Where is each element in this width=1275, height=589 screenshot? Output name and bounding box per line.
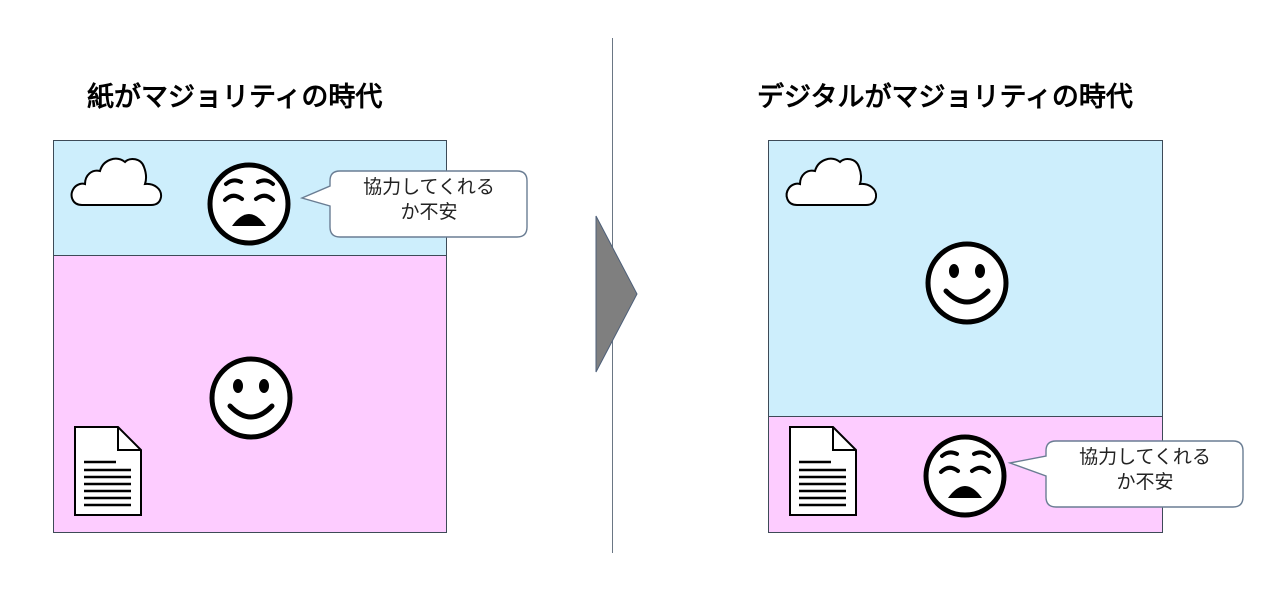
worried-face-icon: [923, 434, 1007, 518]
speech-bubble-line2: か不安: [1116, 471, 1174, 494]
document-icon: [74, 426, 142, 516]
speech-bubble-text: 協力してくれる か不安: [1046, 445, 1244, 495]
transition-arrow-icon: [595, 215, 638, 373]
speech-bubble-text: 協力してくれる か不安: [330, 175, 528, 225]
speech-bubble-line1: 協力してくれる: [1079, 446, 1211, 468]
right-scene-title: デジタルがマジョリティの時代: [757, 82, 1133, 113]
speech-bubble: [299, 170, 528, 238]
document-icon: [789, 426, 857, 516]
left-scene-title: 紙がマジョリティの時代: [87, 82, 383, 113]
cloud-icon: [70, 157, 163, 206]
speech-bubble-line2: か不安: [400, 201, 458, 224]
worried-face-icon: [207, 162, 291, 246]
speech-bubble-line1: 協力してくれる: [363, 176, 495, 198]
smiley-face-icon: [925, 241, 1009, 325]
speech-bubble: [1007, 440, 1244, 508]
cloud-icon: [785, 157, 878, 206]
smiley-face-icon: [209, 356, 293, 440]
